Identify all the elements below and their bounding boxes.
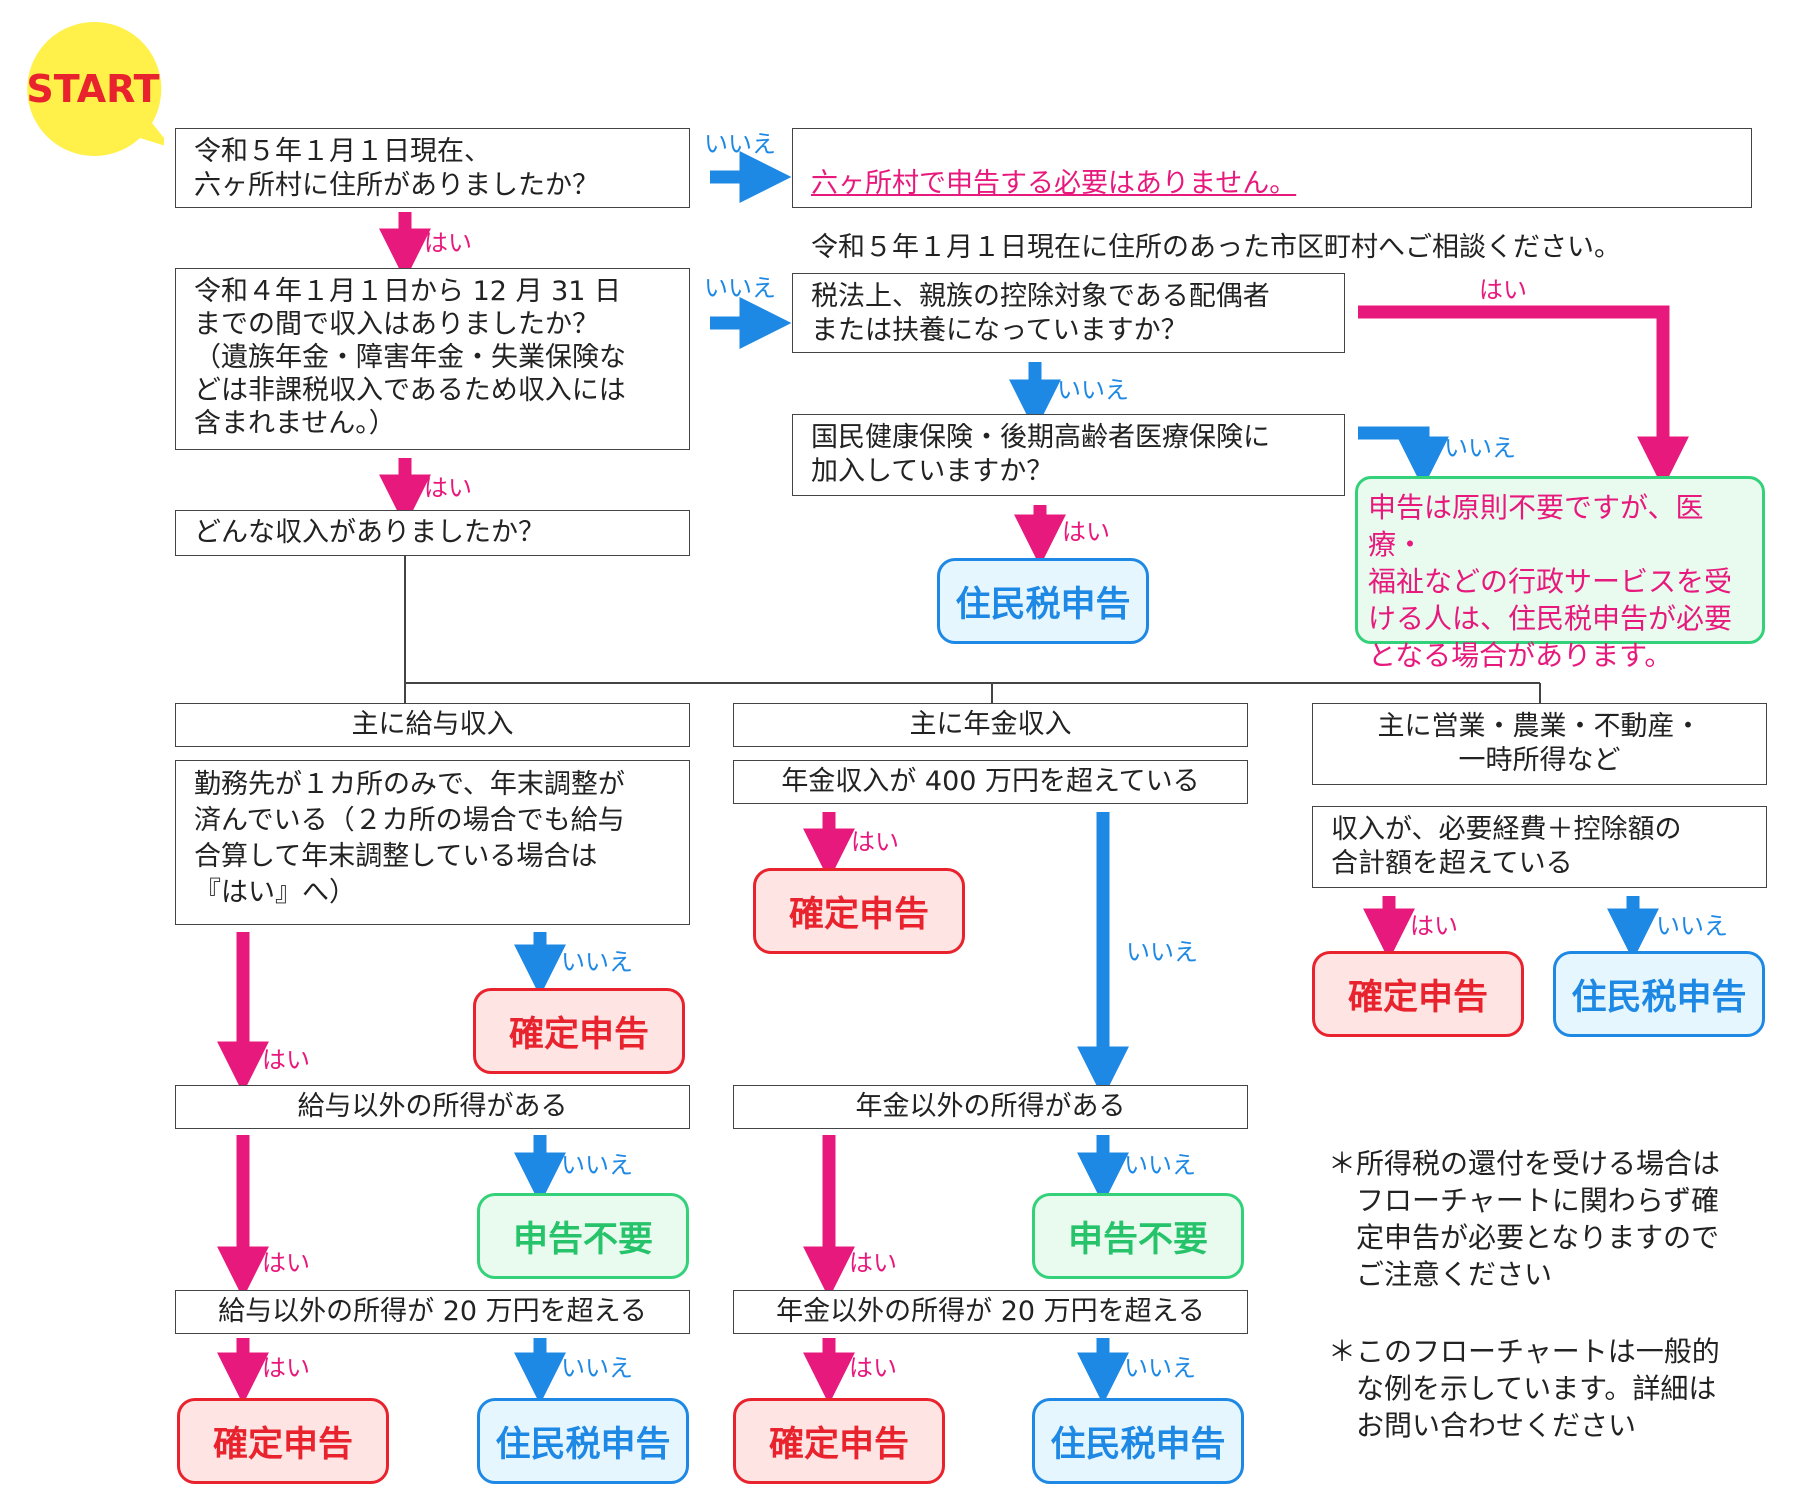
label-no-salary2: いいえ	[561, 1151, 633, 1179]
label-no-pension2: いいえ	[1124, 1151, 1196, 1179]
result-jumin-pension: 住民税申告	[1032, 1398, 1244, 1484]
label-no-q1: いいえ	[704, 130, 776, 158]
label-no-q2: いいえ	[704, 274, 776, 302]
result-kakutei-pension-400: 確定申告	[753, 868, 965, 954]
label-no-salary3: いいえ	[561, 1354, 633, 1382]
result-fuyo-salary: 申告不要	[477, 1193, 689, 1279]
label-no-pension400: いいえ	[1126, 938, 1198, 966]
start-label: START	[26, 67, 160, 111]
no-arrow-q4	[1358, 426, 1449, 489]
label-yes-salary1: はい	[262, 1046, 310, 1074]
question-dependent: 税法上、親族の控除対象である配偶者 または扶養になっていますか？	[792, 273, 1345, 353]
result-kakutei-salary: 確定申告	[177, 1398, 389, 1484]
label-no-salary1: いいえ	[561, 948, 633, 976]
result-jumin-salary: 住民税申告	[477, 1398, 689, 1484]
yes-arrow-q3	[1358, 305, 1689, 489]
label-yes-salary3: はい	[262, 1354, 310, 1382]
result-kakutei-business: 確定申告	[1312, 951, 1524, 1037]
result-kakutei-pension: 確定申告	[733, 1398, 945, 1484]
question-income: 令和４年１月１日から 12 月 31 日 までの間で収入はありましたか？ （遺族…	[175, 268, 690, 450]
label-yes-q3: はい	[1479, 276, 1527, 304]
label-no-business: いいえ	[1656, 912, 1728, 940]
question-income-type: どんな収入がありましたか？	[175, 510, 690, 556]
salary-question-year-end: 勤務先が１カ所のみで、年末調整が 済んでいる（２カ所の場合でも給与 合算して年末…	[175, 760, 690, 925]
label-yes-q2: はい	[424, 474, 472, 502]
category-salary: 主に給与収入	[175, 703, 690, 747]
note-general: ＊このフローチャートは一般的 な例を示しています。詳細は お問い合わせください	[1328, 1335, 1720, 1442]
label-no-pension3: いいえ	[1124, 1354, 1196, 1382]
pension-question-other-income: 年金以外の所得がある	[733, 1085, 1248, 1129]
label-yes-business: はい	[1410, 912, 1458, 940]
label-yes-salary2: はい	[262, 1249, 310, 1277]
result-jumin-insurance: 住民税申告	[937, 558, 1149, 644]
result-not-required-residence: 六ヶ所村で申告する必要はありません。 令和５年１月１日現在に住所のあった市区町村…	[792, 128, 1752, 263]
note-refund: ＊所得税の還付を受ける場合は フローチャートに関わらず確 定申告が必要となります…	[1328, 1147, 1721, 1291]
result-not-required-text: 六ヶ所村で申告する必要はありません。	[811, 168, 1297, 199]
question-health-insurance: 国民健康保険・後期高齢者医療保険に 加入していますか？	[792, 414, 1345, 496]
result-fuyo-pension: 申告不要	[1032, 1193, 1244, 1279]
tree-lines	[404, 556, 1541, 703]
label-yes-q1: はい	[424, 229, 472, 257]
label-yes-pension400: はい	[851, 828, 899, 856]
salary-question-over-200k: 給与以外の所得が 20 万円を超える	[175, 1290, 690, 1334]
info-not-required-note: 申告は原則不要ですが、医療・ 福祉などの行政サービスを受 ける人は、住民税申告が…	[1355, 476, 1765, 672]
category-business: 主に営業・農業・不動産・ 一時所得など	[1312, 703, 1767, 785]
category-pension: 主に年金収入	[733, 703, 1248, 747]
business-question-over-expenses: 収入が、必要経費＋控除額の 合計額を超えている	[1312, 806, 1767, 888]
question-residence: 令和５年１月１日現在、 六ヶ所村に住所がありましたか？	[175, 128, 690, 208]
pension-question-over-200k: 年金以外の所得が 20 万円を超える	[733, 1290, 1248, 1334]
label-yes-q4: はい	[1062, 518, 1110, 546]
label-no-q3: いいえ	[1057, 376, 1129, 404]
salary-question-other-income: 給与以外の所得がある	[175, 1085, 690, 1129]
start-badge: START	[22, 18, 172, 160]
label-yes-pension3: はい	[849, 1354, 897, 1382]
result-kakutei-salary-no: 確定申告	[473, 988, 685, 1074]
label-yes-pension2: はい	[849, 1249, 897, 1277]
pension-question-over-4m: 年金収入が 400 万円を超えている	[733, 760, 1248, 804]
result-jumin-business: 住民税申告	[1553, 951, 1765, 1037]
label-no-q4: いいえ	[1444, 434, 1516, 462]
result-consult-text: 令和５年１月１日現在に住所のあった市区町村へご相談ください。	[811, 232, 1621, 263]
